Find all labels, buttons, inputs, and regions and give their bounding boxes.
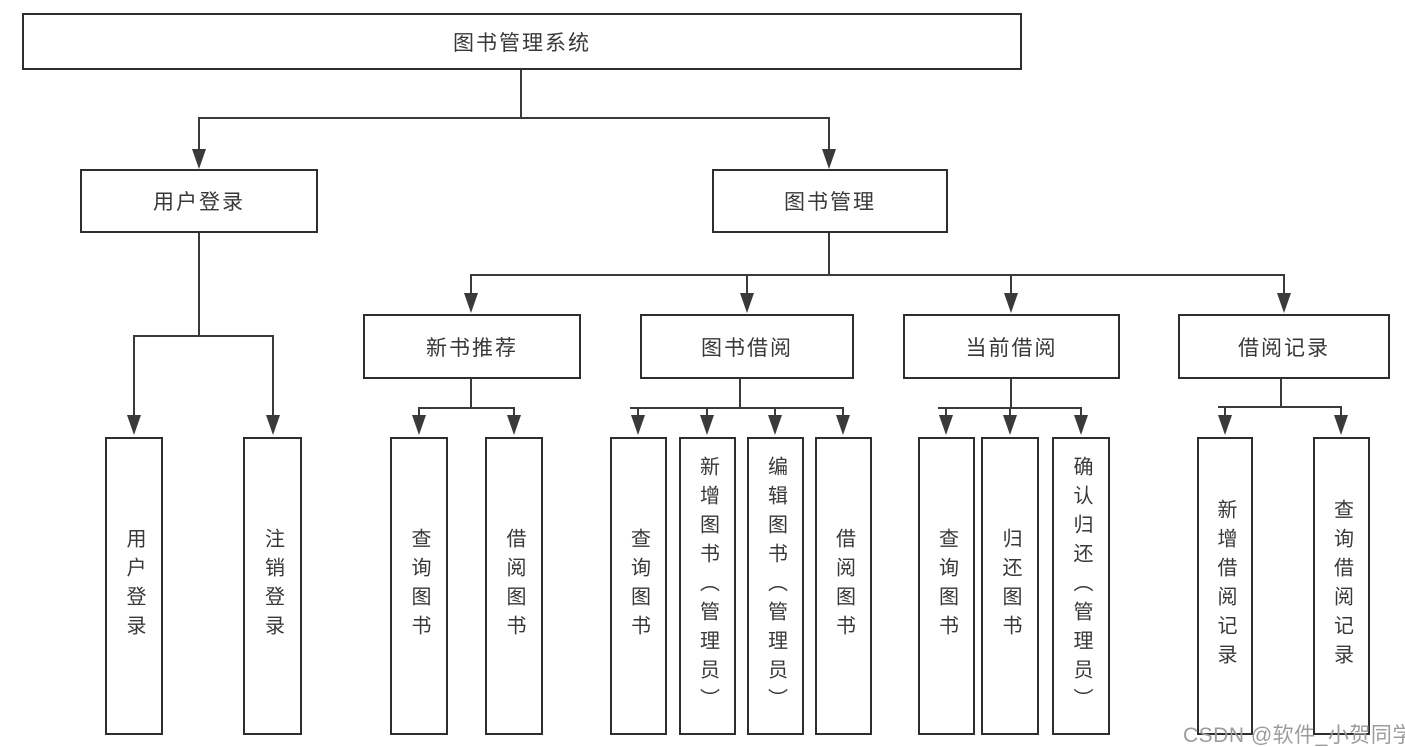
arrowhead xyxy=(700,415,714,435)
arrowhead xyxy=(1277,293,1291,313)
leaf-label: 查询图书 xyxy=(935,528,958,644)
node-new-book-recommendation: 新书推荐 xyxy=(363,314,581,379)
connector-line xyxy=(418,407,515,409)
arrowhead xyxy=(1003,415,1017,435)
connector-line xyxy=(828,117,830,150)
connector-line xyxy=(739,379,741,409)
leaf-label: 注销登录 xyxy=(261,528,284,644)
node-label: 当前借阅 xyxy=(965,336,1058,360)
leaf-label: 新增借阅记录 xyxy=(1214,499,1236,673)
leaf-logout: 注销登录 xyxy=(243,437,302,735)
connector-line xyxy=(1224,406,1226,417)
node-book-management: 图书管理 xyxy=(712,169,948,233)
arrowhead xyxy=(507,415,521,435)
connector-line xyxy=(470,274,472,295)
node-label: 用户登录 xyxy=(153,191,245,214)
connector-line xyxy=(198,117,830,119)
connector-line xyxy=(1218,406,1342,408)
connector-line xyxy=(842,407,844,417)
connector-line xyxy=(513,407,515,417)
node-user-login: 用户登录 xyxy=(80,169,318,233)
connector-line xyxy=(520,69,522,118)
leaf-user-login: 用户登录 xyxy=(105,437,163,735)
connector-line xyxy=(1010,379,1012,409)
connector-line xyxy=(1009,407,1011,417)
leaf-label: 借阅图书 xyxy=(503,528,525,644)
leaf-add-books-admin: 新增图书（管理员） xyxy=(679,437,736,735)
arrowhead xyxy=(127,415,141,435)
arrowhead xyxy=(836,415,850,435)
leaf-label: 查询图书 xyxy=(627,528,650,644)
leaf-label: 归还图书 xyxy=(999,528,1021,644)
connector-line xyxy=(706,407,708,417)
leaf-add-borrow-record: 新增借阅记录 xyxy=(1197,437,1253,735)
connector-line xyxy=(198,117,200,150)
connector-line xyxy=(133,335,274,337)
connector-line xyxy=(198,233,200,337)
connector-line xyxy=(630,407,844,409)
leaf-query-borrow-record: 查询借阅记录 xyxy=(1313,437,1370,735)
connector-line xyxy=(1010,274,1012,295)
leaf-label: 确认归还（管理员） xyxy=(1070,455,1092,717)
arrowhead xyxy=(740,293,754,313)
leaf-label: 编辑图书（管理员） xyxy=(764,455,787,717)
arrowhead xyxy=(631,415,645,435)
arrowhead xyxy=(822,149,836,169)
node-label: 图书管理 xyxy=(784,191,876,214)
connector-line xyxy=(746,274,748,295)
leaf-borrow-books: 借阅图书 xyxy=(815,437,872,735)
node-current-borrowing: 当前借阅 xyxy=(903,314,1120,379)
connector-line xyxy=(1280,379,1282,408)
arrowhead xyxy=(1334,415,1348,435)
connector-line xyxy=(945,407,947,417)
arrowhead xyxy=(266,415,280,435)
connector-line xyxy=(272,335,274,417)
arrowhead xyxy=(412,415,426,435)
connector-line xyxy=(637,407,639,417)
leaf-label: 用户登录 xyxy=(123,528,145,644)
arrowhead xyxy=(768,415,782,435)
connector-line xyxy=(470,274,1285,276)
connector-line xyxy=(1283,274,1285,295)
arrowhead xyxy=(1074,415,1088,435)
leaf-return-books: 归还图书 xyxy=(981,437,1039,735)
connector-line xyxy=(418,407,420,417)
leaf-confirm-return-admin: 确认归还（管理员） xyxy=(1052,437,1110,735)
watermark-csdn: CSDN @软件_小贺同学 xyxy=(1183,724,1405,747)
arrowhead xyxy=(464,293,478,313)
leaf-borrow-books-recommend: 借阅图书 xyxy=(485,437,543,735)
node-label: 新书推荐 xyxy=(426,336,518,360)
node-book-borrowing: 图书借阅 xyxy=(640,314,854,379)
connector-line xyxy=(470,379,472,409)
node-library-management-system: 图书管理系统 xyxy=(22,13,1022,70)
node-label: 图书借阅 xyxy=(701,336,793,360)
node-borrowing-records: 借阅记录 xyxy=(1178,314,1390,379)
leaf-label: 借阅图书 xyxy=(832,528,855,644)
leaf-label: 查询图书 xyxy=(408,528,430,644)
arrowhead xyxy=(1004,293,1018,313)
connector-line xyxy=(774,407,776,417)
leaf-edit-books-admin: 编辑图书（管理员） xyxy=(747,437,804,735)
leaf-label: 新增图书（管理员） xyxy=(696,455,719,717)
leaf-query-books-recommend: 查询图书 xyxy=(390,437,448,735)
connector-line xyxy=(828,233,830,276)
leaf-query-books-current: 查询图书 xyxy=(918,437,975,735)
node-label: 图书管理系统 xyxy=(453,31,591,55)
connector-line xyxy=(1340,406,1342,417)
arrowhead xyxy=(1218,415,1232,435)
leaf-query-books-borrow: 查询图书 xyxy=(610,437,667,735)
leaf-label: 查询借阅记录 xyxy=(1330,499,1353,673)
node-label: 借阅记录 xyxy=(1238,336,1330,360)
connector-line xyxy=(1080,407,1082,417)
arrowhead xyxy=(192,149,206,169)
arrowhead xyxy=(939,415,953,435)
connector-line xyxy=(133,335,135,417)
